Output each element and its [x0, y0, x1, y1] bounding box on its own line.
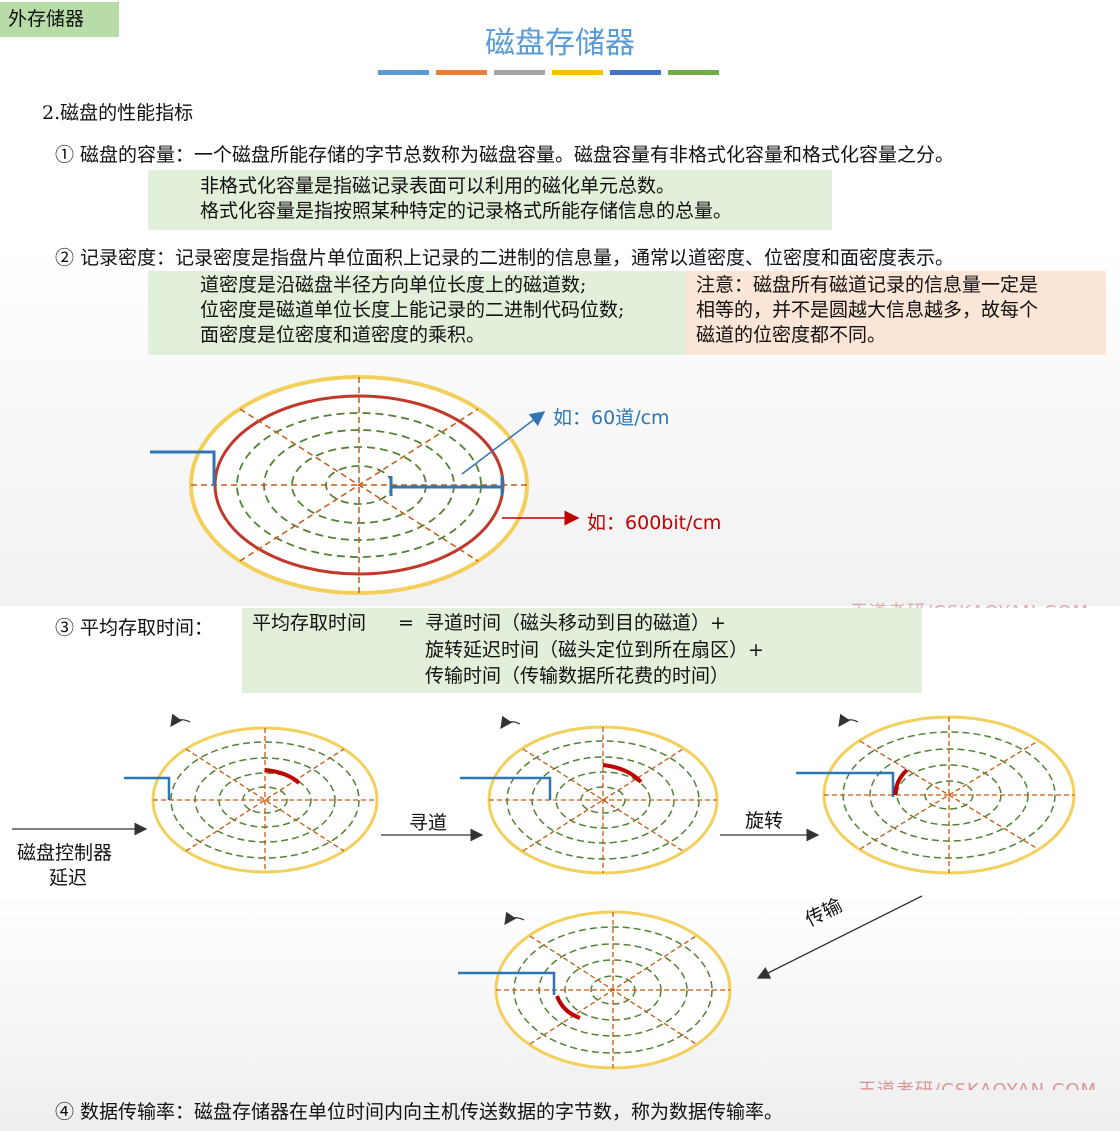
- title-bar: [436, 70, 487, 75]
- formula-term: 旋转延迟时间（磁头定位到所在扇区）+: [425, 639, 764, 661]
- formula-term: 传输时间（传输数据所花费的时间）: [425, 665, 730, 687]
- density-note-line: 面密度是位密度和道密度的乘积。: [200, 324, 486, 346]
- transfer-arrow: [756, 895, 923, 979]
- title-bar: [668, 70, 719, 75]
- density-note-line: 位密度是磁道单位长度上能记录的二进制代码位数;: [200, 299, 625, 321]
- track-density-arrow: [461, 411, 546, 475]
- formula-left: 平均存取时间: [252, 612, 367, 634]
- attention-line: 注意：磁盘所有磁道记录的信息量一定是: [696, 274, 1039, 296]
- item2-text: ② 记录密度：记录密度是指盘片单位面积上记录的二进制的信息量，通常以道密度、位密…: [55, 247, 955, 269]
- title-bar: [610, 70, 661, 75]
- rotate-label: 旋转: [745, 810, 784, 832]
- small-disk-4: [458, 910, 732, 1070]
- access-time-formula-box: 平均存取时间 = 寻道时间（磁头移动到目的磁道）+ 旋转延迟时间（磁头定位到所在…: [242, 608, 922, 693]
- title-bar: [494, 70, 545, 75]
- formula-term: 寻道时间（磁头移动到目的磁道）+: [425, 612, 726, 634]
- controller-delay-label: 磁盘控制器: [17, 842, 113, 864]
- section-tag: 外存储器: [0, 2, 119, 37]
- title-bar: [378, 70, 429, 75]
- section-title: 2.磁盘的性能指标: [42, 102, 194, 124]
- title-color-bars: [378, 70, 719, 75]
- attention-line: 磁道的位密度都不同。: [696, 324, 887, 346]
- small-disk-1: [124, 713, 379, 874]
- item1-text: ① 磁盘的容量：一个磁盘所能存储的字节总数称为磁盘容量。磁盘容量有非格式化容量和…: [55, 144, 955, 166]
- watermark: 王道考研/CSKAOYAN.COM: [858, 1076, 1098, 1090]
- item4-text: ④ 数据传输率：磁盘存储器在单位时间内向主机传送数据的字节数，称为数据传输率。: [55, 1101, 784, 1123]
- attention-box: 注意：磁盘所有磁道记录的信息量一定是 相等的，并不是圆越大信息越多，故每个 磁道…: [686, 271, 1106, 355]
- large-disk: [150, 375, 580, 595]
- track-density-example: 如：60道/cm: [553, 407, 670, 429]
- controller-delay-label: 延迟: [49, 867, 88, 889]
- seek-label: 寻道: [409, 812, 448, 834]
- item3-label: ③ 平均存取时间：: [55, 617, 214, 639]
- density-note-box: 道密度是沿磁盘半径方向单位长度上的磁道数; 位密度是磁道单位长度上能记录的二进制…: [148, 271, 686, 355]
- small-disk-3: [796, 713, 1076, 875]
- small-disk-2: [460, 715, 719, 875]
- capacity-note-box: 非格式化容量是指磁记录表面可以利用的磁化单元总数。 格式化容量是指按照某种特定的…: [148, 170, 832, 230]
- capacity-note-line: 非格式化容量是指磁记录表面可以利用的磁化单元总数。: [200, 175, 676, 197]
- disk-head-arm: [150, 450, 216, 486]
- bit-density-example: 如：600bit/cm: [587, 512, 722, 534]
- page-title: 磁盘存储器: [485, 26, 635, 61]
- watermark: 王道考研/CSKAOYAN.COM: [850, 598, 1090, 608]
- formula-equals: =: [398, 612, 414, 634]
- density-note-line: 道密度是沿磁盘半径方向单位长度上的磁道数;: [200, 274, 587, 296]
- title-bar: [552, 70, 603, 75]
- capacity-note-line: 格式化容量是指按照某种特定的记录格式所能存储信息的总量。: [200, 200, 733, 222]
- attention-line: 相等的，并不是圆越大信息越多，故每个: [696, 299, 1039, 321]
